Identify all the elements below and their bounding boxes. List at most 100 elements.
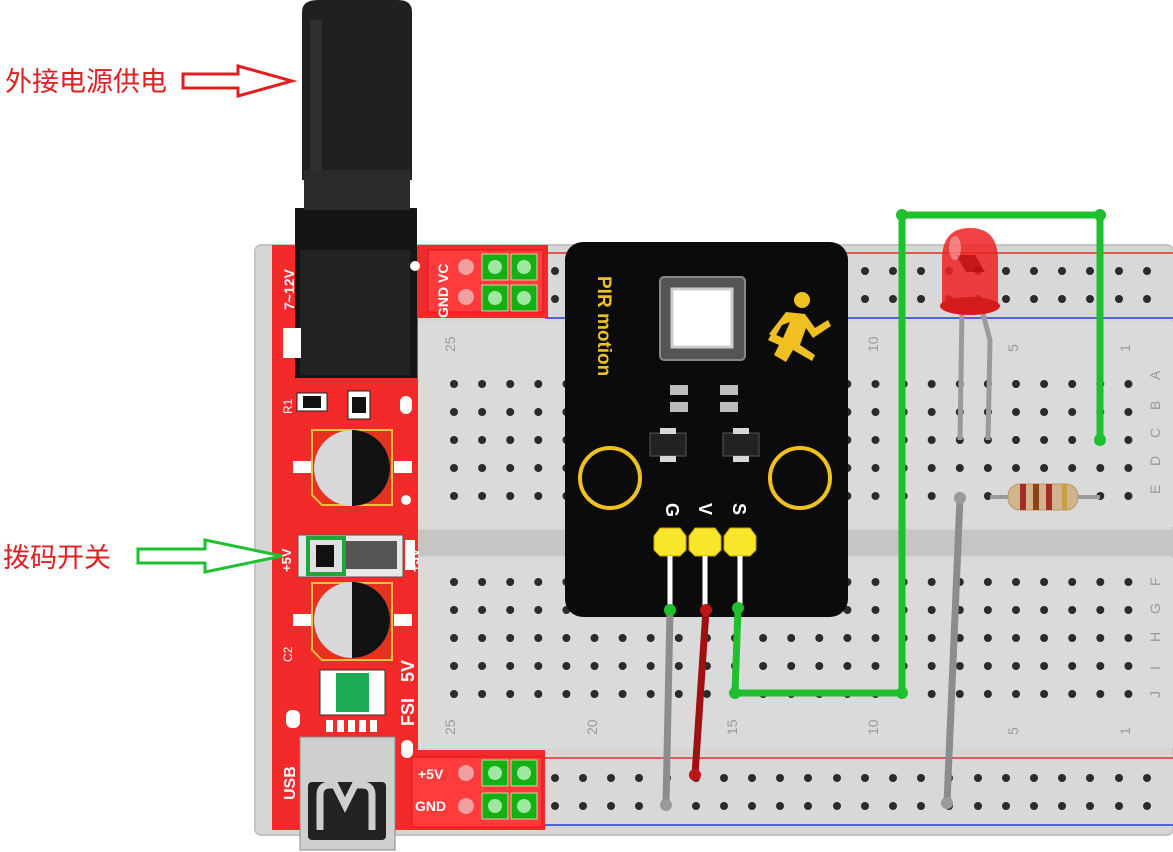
breadboard-hole — [1115, 267, 1123, 275]
pin-label-s: S — [729, 503, 749, 515]
breadboard-hole — [1124, 436, 1133, 444]
breadboard-hole — [974, 774, 982, 782]
breadboard-hole — [1086, 295, 1094, 303]
breadboard-hole — [1124, 380, 1133, 388]
breadboard-hole — [1012, 464, 1020, 472]
breadboard-hole — [927, 578, 936, 586]
row-letter-a: A — [1147, 370, 1163, 380]
breadboard-hole — [983, 690, 992, 698]
breadboard-hole — [1115, 774, 1123, 782]
breadboard-hole — [478, 578, 487, 586]
breadboard-hole — [759, 634, 768, 642]
breadboard-hole — [1002, 295, 1010, 303]
usb-label: USB — [282, 766, 299, 800]
running-person-icon — [768, 292, 831, 362]
power-module — [272, 208, 548, 851]
pir-sensor — [565, 242, 848, 617]
breadboard-hole — [534, 492, 543, 500]
row-letter-f: F — [1147, 577, 1163, 586]
breadboard-hole — [1068, 464, 1077, 472]
breadboard-hole — [562, 634, 571, 642]
breadboard-hole — [478, 690, 487, 698]
breadboard-hole — [1096, 634, 1105, 642]
breadboard-hole — [478, 634, 487, 642]
breadboard-hole — [889, 802, 897, 810]
breadboard-hole — [871, 578, 880, 586]
breadboard-hole — [1030, 267, 1038, 275]
breadboard-hole — [478, 436, 487, 444]
breadboard-hole — [1002, 774, 1010, 782]
breadboard-hole — [917, 295, 925, 303]
breadboard-hole — [506, 408, 515, 416]
out-gnd-label: GND — [415, 798, 446, 814]
wire-red-vcc — [691, 606, 710, 779]
breadboard-hole — [1030, 774, 1038, 782]
breadboard-hole — [646, 634, 655, 642]
breadboard-hole — [833, 774, 841, 782]
col-num-5-top: 5 — [1005, 344, 1021, 352]
breadboard-hole — [692, 802, 700, 810]
breadboard-hole — [1068, 634, 1077, 642]
breadboard-hole — [871, 634, 880, 642]
breadboard-hole — [1086, 802, 1094, 810]
breadboard-hole — [607, 774, 615, 782]
breadboard-hole — [955, 634, 964, 642]
breadboard-hole — [1124, 634, 1133, 642]
breadboard-hole — [1124, 464, 1133, 472]
breadboard-hole — [804, 774, 812, 782]
breadboard-hole — [618, 690, 627, 698]
breadboard-hole — [534, 606, 543, 614]
breadboard-hole — [534, 464, 543, 472]
fivev-label: 5V — [398, 660, 418, 682]
breadboard-hole — [861, 774, 869, 782]
breadboard-hole — [1012, 662, 1020, 670]
power-supply-annotation: 外接电源供电 — [5, 67, 167, 98]
breadboard-hole — [1068, 662, 1077, 670]
breadboard-hole — [1012, 436, 1020, 444]
breadboard-hole — [1143, 267, 1151, 275]
breadboard-hole — [506, 492, 515, 500]
breadboard-hole — [1030, 802, 1038, 810]
breadboard-hole — [1115, 295, 1123, 303]
breadboard-hole — [861, 267, 869, 275]
breadboard-hole — [534, 662, 543, 670]
breadboard-hole — [450, 380, 458, 388]
row-letter-c: C — [1147, 428, 1163, 438]
breadboard-hole — [590, 662, 599, 670]
breadboard-hole — [776, 802, 784, 810]
breadboard-hole — [1012, 634, 1020, 642]
breadboard-hole — [534, 408, 543, 416]
breadboard-hole — [450, 690, 458, 698]
breadboard-hole — [450, 408, 458, 416]
out-plus5v-label: +5V — [418, 766, 444, 782]
breadboard-hole — [534, 436, 543, 444]
col-num-10-top: 10 — [865, 336, 881, 352]
breadboard-hole — [917, 774, 925, 782]
breadboard-hole — [861, 295, 869, 303]
breadboard-hole — [927, 606, 936, 614]
breadboard-hole — [506, 464, 515, 472]
breadboard-hole — [861, 802, 869, 810]
breadboard-hole — [506, 380, 515, 388]
wires — [660, 209, 1106, 811]
breadboard-hole — [1002, 267, 1010, 275]
breadboard-hole — [787, 662, 796, 670]
breadboard-hole — [1124, 690, 1133, 698]
sensor-title: PIR motion — [593, 276, 614, 376]
power-module-labels: 7~12V GND VC R1 C2 +5V +3V FSI 5V USB +5… — [279, 264, 451, 814]
breadboard-hole — [478, 408, 487, 416]
r1-label: R1 — [281, 398, 295, 414]
breadboard-hole — [983, 492, 992, 500]
breadboard-hole — [562, 662, 571, 670]
breadboard-hole — [927, 380, 936, 388]
breadboard-hole — [843, 634, 852, 642]
breadboard-hole — [450, 634, 458, 642]
breadboard-hole — [871, 464, 880, 472]
breadboard-hole — [983, 634, 992, 642]
breadboard-labels: 25 10 5 1 25 20 15 10 5 1 A B C D E F G … — [442, 336, 1163, 735]
dip-switch-annotation: 拨码开关 — [3, 543, 111, 574]
breadboard-hole — [983, 606, 992, 614]
breadboard-hole — [871, 436, 880, 444]
breadboard-hole — [1143, 295, 1151, 303]
wire-gray-gnd — [662, 606, 674, 809]
